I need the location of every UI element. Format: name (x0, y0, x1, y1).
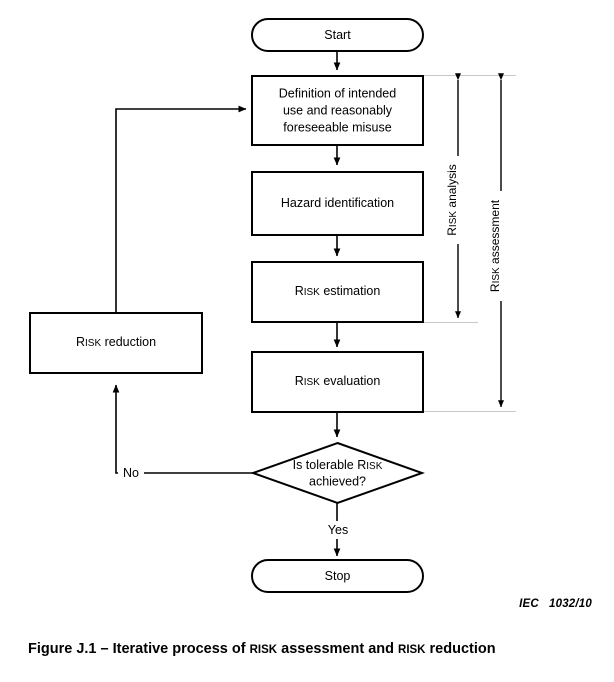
edge-label-yes-backdrop (322, 521, 354, 539)
figure-caption: Figure J.1 – Iterative process of RISK a… (28, 641, 496, 657)
node-reduction-label-sc-first: R (76, 335, 85, 349)
bracket-label-analysis-backdrop (445, 156, 461, 244)
bracket-label-risk-assessment: RISK assessment (488, 191, 504, 301)
iec-reference-text: IEC 1032/10 (519, 598, 592, 610)
bracket-assessment-rest: assessment (488, 199, 502, 267)
node-definition-shape (251, 75, 424, 146)
bracket-analysis-sc-rest: ISK (448, 211, 459, 227)
node-evaluation-shape (251, 351, 424, 413)
iec-reference: IEC 1032/10 (519, 598, 592, 610)
caption-risk-1: RISK (249, 644, 278, 656)
node-reduction-label-sc-rest: ISK (85, 338, 101, 349)
node-start[interactable]: Start (251, 18, 424, 52)
node-definition-line3: foreseeable misuse (283, 120, 391, 134)
bracket-label-risk-analysis: RISK analysis (445, 156, 461, 244)
caption-mid: assessment and (277, 641, 399, 657)
node-estimation-label: RISK estimation (295, 284, 381, 298)
node-hazard-label: Hazard identification (281, 196, 394, 210)
edge-label-no-backdrop (118, 464, 144, 482)
node-estimation-label-rest: estimation (320, 284, 380, 298)
node-estimation-shape (251, 261, 424, 323)
bracket-analysis-rest: analysis (445, 164, 459, 211)
node-evaluation-label-sc-rest: ISK (304, 377, 320, 388)
node-definition-line1: Definition of intended (279, 86, 396, 100)
bracket-assessment-sc-rest: ISK (491, 267, 502, 283)
node-evaluation-label-rest: evaluation (320, 374, 381, 388)
node-definition-line2: use and reasonably (283, 103, 393, 117)
node-decision-line2: achieved? (309, 474, 366, 488)
node-reduction-shape (29, 312, 203, 374)
node-decision-tolerable-risk[interactable]: Is tolerable RISK achieved? (250, 441, 425, 505)
node-estimation-label-sc-first: R (295, 284, 304, 298)
bracket-analysis-sc-first: R (445, 227, 459, 236)
edge-label-yes: Yes (328, 523, 348, 537)
node-risk-evaluation[interactable]: RISK evaluation (251, 351, 424, 413)
bracket-label-assessment-text: RISK assessment (488, 199, 502, 292)
node-decision-line1-a: Is tolerable (293, 458, 358, 472)
node-decision-line1-sc-rest: ISK (366, 461, 382, 472)
connector-reduction-to-definition (115, 105, 247, 313)
node-risk-reduction[interactable]: RISK reduction (29, 312, 203, 374)
caption-prefix: Figure J.1 – Iterative process of (28, 641, 250, 657)
node-decision-line1: Is tolerable RISK (293, 458, 383, 472)
node-hazard-shape (251, 171, 424, 236)
node-start-label: Start (324, 28, 351, 42)
caption-risk-2: RISK (398, 644, 426, 656)
node-start-shape (251, 18, 424, 52)
node-evaluation-label-sc-first: R (295, 374, 304, 388)
node-stop-shape (251, 559, 424, 593)
node-estimation-label-sc-rest: ISK (304, 287, 320, 298)
node-risk-estimation[interactable]: RISK estimation (251, 261, 424, 323)
caption-suffix: reduction (425, 641, 496, 657)
connector-decision-no-to-reduction (112, 384, 253, 474)
node-stop[interactable]: Stop (251, 559, 424, 593)
bracket-assessment-sc-first: R (488, 283, 502, 292)
edge-label-no: No (123, 466, 139, 480)
node-reduction-label-rest: reduction (101, 335, 156, 349)
bracket-label-assessment-backdrop (488, 191, 504, 301)
node-definition[interactable]: Definition of intended use and reasonabl… (251, 75, 424, 146)
node-hazard-identification[interactable]: Hazard identification (251, 171, 424, 236)
node-decision-shape (250, 441, 425, 505)
node-stop-label: Stop (325, 569, 351, 583)
node-evaluation-label: RISK evaluation (295, 374, 381, 388)
node-reduction-label: RISK reduction (76, 335, 156, 349)
bracket-label-analysis-text: RISK analysis (445, 164, 459, 235)
node-decision-line1-sc-first: R (357, 458, 366, 472)
